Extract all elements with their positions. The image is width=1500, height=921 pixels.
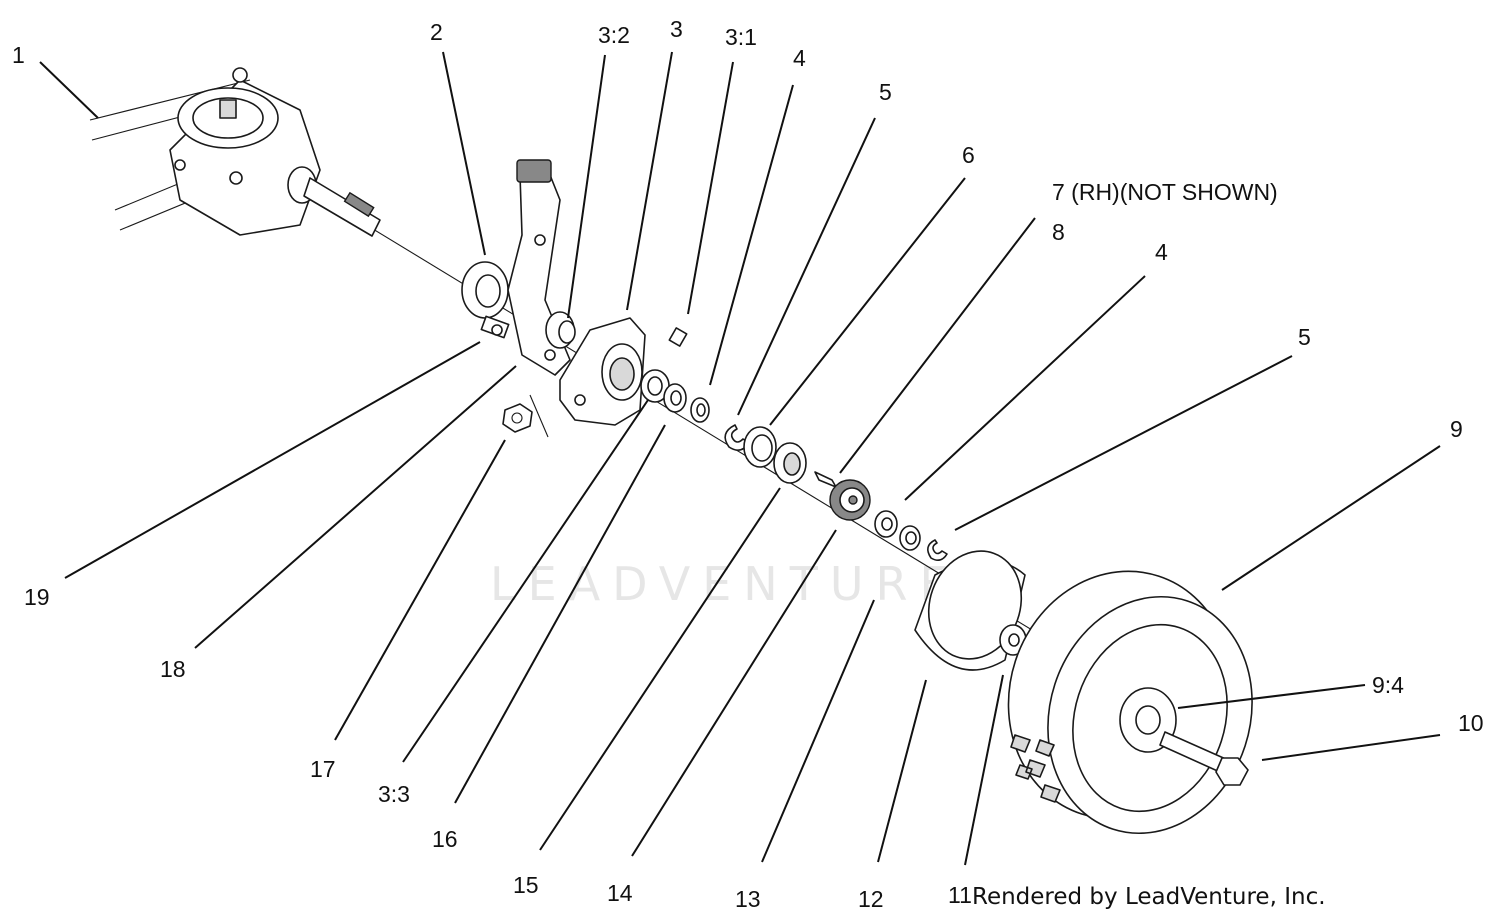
woodruff-key	[814, 471, 837, 488]
callout-4-lower: 4	[1155, 239, 1168, 265]
callout-7: 7 (RH)(NOT SHOWN)	[1052, 179, 1278, 205]
ball-bearing	[773, 442, 807, 484]
leader-lines	[39, 51, 1441, 866]
callout-3-3: 3:3	[378, 781, 410, 807]
pinion-gear	[829, 479, 871, 521]
callout-6: 6	[962, 142, 975, 168]
drive-cup	[914, 550, 1027, 671]
callout-3-2: 3:2	[598, 22, 630, 48]
gear-case-cover	[559, 317, 688, 426]
bolt	[480, 315, 510, 339]
callout-3-1: 3:1	[725, 24, 757, 50]
callout-10: 10	[1458, 710, 1484, 736]
callout-9-4: 9:4	[1372, 672, 1404, 698]
callout-11: 11	[948, 882, 972, 908]
callout-5-lower: 5	[1298, 324, 1311, 350]
callout-19: 19	[24, 584, 50, 610]
callout-18: 18	[160, 656, 186, 682]
shift-lever	[507, 159, 576, 376]
callout-9: 9	[1450, 416, 1463, 442]
e-ring	[724, 424, 750, 451]
wheel-bolt	[1159, 731, 1249, 786]
callout-5-upper: 5	[879, 79, 892, 105]
callout-16: 16	[432, 826, 458, 852]
callout-1: 1	[12, 42, 25, 68]
bushing	[899, 525, 921, 551]
callout-3: 3	[670, 16, 683, 42]
render-credit: Rendered by LeadVenture, Inc.	[972, 884, 1326, 910]
callout-4-upper: 4	[793, 45, 806, 71]
spacer	[690, 397, 710, 423]
callout-13: 13	[735, 886, 761, 912]
watermark-text: LEADVENTURE	[490, 557, 961, 611]
callout-2: 2	[430, 19, 443, 45]
callout-12: 12	[858, 886, 884, 912]
seal-ring	[743, 426, 777, 468]
wheel	[1007, 570, 1253, 835]
callout-17: 17	[310, 756, 336, 782]
callout-8: 8	[1052, 219, 1065, 245]
transmission	[169, 67, 381, 237]
nut	[502, 394, 549, 438]
callout-15: 15	[513, 872, 539, 898]
washer	[874, 510, 898, 538]
seal	[461, 261, 509, 319]
callout-14: 14	[607, 880, 633, 906]
retaining-ring	[927, 539, 948, 562]
thrust-washer	[663, 383, 687, 413]
drive-belt	[89, 79, 266, 231]
